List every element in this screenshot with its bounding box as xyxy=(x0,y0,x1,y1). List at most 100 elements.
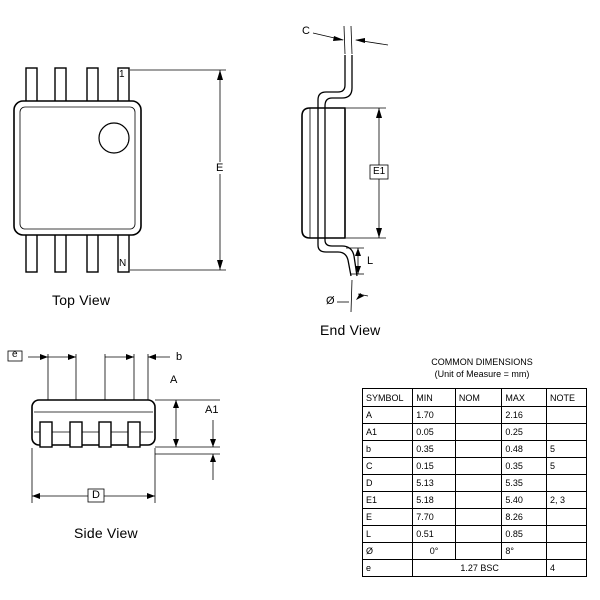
table-title: COMMON DIMENSIONS xyxy=(431,357,533,367)
cell-min: 0.51 xyxy=(412,525,456,543)
top-lead-2 xyxy=(54,67,67,105)
table-row: D 5.13 5.35 xyxy=(361,474,587,492)
cell-note xyxy=(546,423,587,441)
cell-note: 2, 3 xyxy=(546,491,587,509)
table-header-row: SYMBOL MIN NOM MAX NOTE xyxy=(361,388,587,407)
cell-max: 5.35 xyxy=(501,474,547,492)
side-view-title: Side View xyxy=(74,525,138,541)
side-view xyxy=(7,350,220,503)
cell-symbol: e xyxy=(361,559,414,577)
table-row: E1 5.18 5.40 2, 3 xyxy=(361,491,587,509)
dim-theta-label: Ø xyxy=(326,295,335,307)
table-row: b 0.35 0.48 5 xyxy=(361,440,587,458)
header-min: MIN xyxy=(412,388,456,407)
cell-nom xyxy=(454,457,503,475)
cell-max: 0.85 xyxy=(501,525,547,543)
dim-A-label: A xyxy=(170,374,178,386)
dim-E1-label: E1 xyxy=(373,166,386,177)
bottom-lead-3 xyxy=(86,233,99,273)
side-lead-2 xyxy=(69,421,83,448)
cell-note xyxy=(546,525,587,543)
side-lead-4 xyxy=(127,421,141,448)
cell-symbol: A1 xyxy=(361,423,414,441)
header-symbol: SYMBOL xyxy=(361,388,414,407)
cell-note xyxy=(546,474,587,492)
cell-max: 5.40 xyxy=(501,491,547,509)
cell-min: 5.13 xyxy=(412,474,456,492)
common-dimensions-table: SYMBOL MIN NOM MAX NOTE A 1.70 2.16 A1 0… xyxy=(361,388,587,577)
cell-max: 0.35 xyxy=(501,457,547,475)
end-view xyxy=(301,25,389,313)
cell-min: 0° xyxy=(412,542,456,560)
cell-note xyxy=(546,542,587,560)
cell-nom xyxy=(454,406,503,424)
dim-E-label: E xyxy=(216,162,224,174)
cell-symbol: L xyxy=(361,525,414,543)
cell-note: 5 xyxy=(546,440,587,458)
table-subtitle: (Unit of Measure = mm) xyxy=(434,369,530,379)
cell-note xyxy=(546,508,587,526)
header-nom: NOM xyxy=(454,388,503,407)
cell-nom xyxy=(454,423,503,441)
top-view xyxy=(13,67,226,273)
cell-max: 0.25 xyxy=(501,423,547,441)
dim-C-label: C xyxy=(302,25,310,37)
pin1-marker xyxy=(98,122,130,154)
side-lead-1 xyxy=(39,421,53,448)
cell-min: 0.35 xyxy=(412,440,456,458)
table-row: C 0.15 0.35 5 xyxy=(361,457,587,475)
dim-b-label: b xyxy=(176,351,183,363)
pinN-label: N xyxy=(119,258,127,269)
package-body-end xyxy=(301,107,346,239)
table-row: A 1.70 2.16 xyxy=(361,406,587,424)
cell-max: 8° xyxy=(501,542,547,560)
dim-L-label: L xyxy=(367,255,374,267)
cell-max: 2.16 xyxy=(501,406,547,424)
cell-min: 5.18 xyxy=(412,491,456,509)
end-view-title: End View xyxy=(320,322,381,338)
cell-min: 0.05 xyxy=(412,423,456,441)
package-body-top xyxy=(13,100,142,236)
cell-nom xyxy=(454,491,503,509)
cell-note: 5 xyxy=(546,457,587,475)
table-row: A1 0.05 0.25 xyxy=(361,423,587,441)
cell-max: 0.48 xyxy=(501,440,547,458)
dim-e-label: e xyxy=(12,349,18,360)
table-row: E 7.70 8.26 xyxy=(361,508,587,526)
cell-e-value: 1.27 BSC xyxy=(412,559,547,577)
bottom-lead-2 xyxy=(54,233,67,273)
cell-min: 1.70 xyxy=(412,406,456,424)
table-row: e 1.27 BSC 4 xyxy=(361,559,587,577)
cell-symbol: E xyxy=(361,508,414,526)
cell-nom xyxy=(454,542,503,560)
cell-nom xyxy=(454,525,503,543)
cell-note xyxy=(546,406,587,424)
top-lead-3 xyxy=(86,67,99,105)
cell-min: 0.15 xyxy=(412,457,456,475)
cell-nom xyxy=(454,474,503,492)
top-lead-1 xyxy=(25,67,38,105)
top-view-title: Top View xyxy=(52,292,111,308)
dim-D-label: D xyxy=(92,489,100,501)
pin1-label: 1 xyxy=(119,69,125,80)
end-view-lead xyxy=(317,55,352,277)
cell-symbol: E1 xyxy=(361,491,414,509)
cell-symbol: D xyxy=(361,474,414,492)
dim-A1-label: A1 xyxy=(205,404,219,416)
cell-symbol: C xyxy=(361,457,414,475)
package-body-inner xyxy=(19,106,136,230)
cell-symbol: Ø xyxy=(361,542,414,560)
table-row: Ø 0° 8° xyxy=(361,542,587,560)
header-max: MAX xyxy=(501,388,547,407)
header-note: NOTE xyxy=(546,388,587,407)
cell-nom xyxy=(454,508,503,526)
side-lead-3 xyxy=(98,421,112,448)
cell-min: 7.70 xyxy=(412,508,456,526)
cell-symbol: A xyxy=(361,406,414,424)
cell-max: 8.26 xyxy=(501,508,547,526)
table-row: L 0.51 0.85 xyxy=(361,525,587,543)
cell-note: 4 xyxy=(546,559,587,577)
cell-symbol: b xyxy=(361,440,414,458)
cell-nom xyxy=(454,440,503,458)
